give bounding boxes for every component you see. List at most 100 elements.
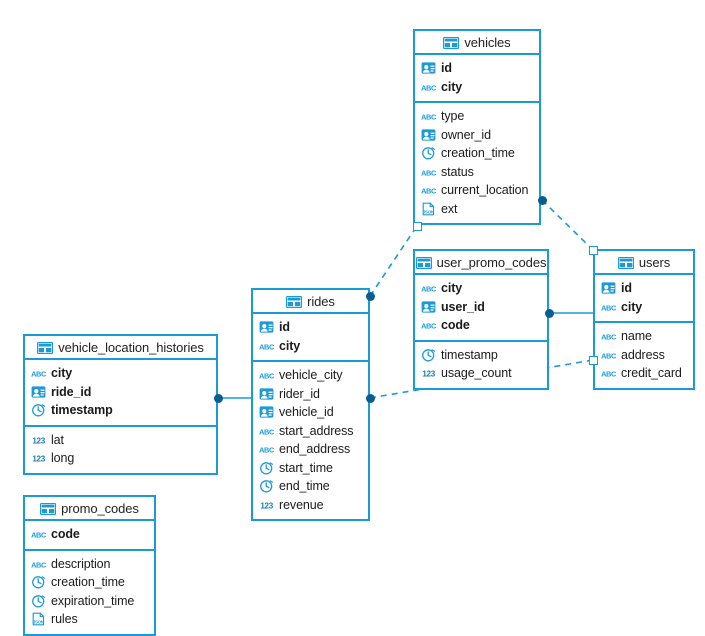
entity-header-vehicles[interactable]: vehicles [415, 31, 539, 55]
table-icon [443, 36, 460, 50]
number-icon: 123 [421, 366, 436, 380]
json-icon: JSON [31, 612, 46, 626]
entity-header-user_promo_codes[interactable]: user_promo_codes [415, 251, 547, 275]
column-row[interactable]: id [595, 279, 693, 298]
entity-header-promo_codes[interactable]: promo_codes [25, 497, 154, 521]
column-name: owner_id [441, 127, 491, 142]
svg-text:ABC: ABC [259, 342, 274, 351]
column-row[interactable]: 123 revenue [253, 496, 368, 515]
relationship-edge-rides-vehicles[interactable] [369, 225, 418, 297]
relationship-source-marker-dot[interactable] [537, 195, 547, 205]
svg-text:ABC: ABC [421, 187, 436, 196]
column-name: status [441, 164, 474, 179]
column-name: rider_id [279, 386, 320, 401]
clock-icon [31, 403, 46, 417]
entity-header-users[interactable]: users [595, 251, 693, 275]
svg-text:123: 123 [260, 500, 273, 510]
abc-icon: ABC [601, 329, 617, 343]
column-row[interactable]: expiration_time [25, 592, 154, 611]
key-id-icon [259, 405, 274, 419]
relationship-target-marker-square[interactable] [588, 245, 598, 255]
column-name: long [51, 451, 75, 466]
column-name: revenue [279, 497, 324, 512]
column-row[interactable]: user_id [415, 298, 547, 317]
table-icon [40, 502, 57, 516]
entity-header-rides[interactable]: rides [253, 290, 368, 314]
column-row[interactable]: timestamp [25, 401, 216, 420]
relationship-source-marker-dot[interactable] [544, 308, 554, 318]
column-row[interactable]: timestamp [415, 346, 547, 365]
table-icon [286, 295, 303, 309]
svg-text:JSON: JSON [33, 620, 44, 625]
column-row[interactable]: creation_time [25, 573, 154, 592]
column-row[interactable]: id [415, 59, 539, 78]
column-row[interactable]: ABC vehicle_city [253, 366, 368, 385]
column-row[interactable]: rider_id [253, 385, 368, 404]
column-row[interactable]: owner_id [415, 126, 539, 145]
svg-text:JSON: JSON [423, 209, 434, 214]
relationship-edge-vehicles-users[interactable] [541, 199, 594, 251]
relationship-source-marker-dot[interactable] [365, 291, 375, 301]
column-row[interactable]: vehicle_id [253, 403, 368, 422]
json-icon: JSON [421, 202, 436, 216]
column-row[interactable]: end_time [253, 477, 368, 496]
column-name: code [441, 318, 470, 333]
relationship-source-marker-dot[interactable] [213, 393, 223, 403]
column-row[interactable]: start_time [253, 459, 368, 478]
entity-title: user_promo_codes [436, 254, 547, 270]
svg-text:ABC: ABC [259, 446, 274, 455]
entity-header-vehicle_location_histories[interactable]: vehicle_location_histories [25, 336, 216, 360]
key-id-icon [31, 385, 46, 399]
number-icon: 123 [31, 433, 46, 447]
entity-title: rides [307, 293, 335, 309]
relationship-source-marker-dot[interactable] [365, 393, 375, 403]
column-name: start_address [279, 423, 354, 438]
table-icon [37, 341, 54, 355]
column-row[interactable]: id [253, 318, 368, 337]
relationship-target-marker-square[interactable] [412, 221, 422, 231]
clock-icon [421, 348, 436, 362]
abc-icon: ABC [259, 368, 275, 382]
abc-icon: ABC [259, 442, 275, 456]
column-row[interactable]: ride_id [25, 383, 216, 402]
relationship-target-marker-square[interactable] [588, 355, 598, 365]
column-name: creation_time [51, 575, 125, 590]
column-name: city [51, 366, 73, 381]
column-row[interactable]: creation_time [415, 144, 539, 163]
column-name: vehicle_city [279, 368, 343, 383]
